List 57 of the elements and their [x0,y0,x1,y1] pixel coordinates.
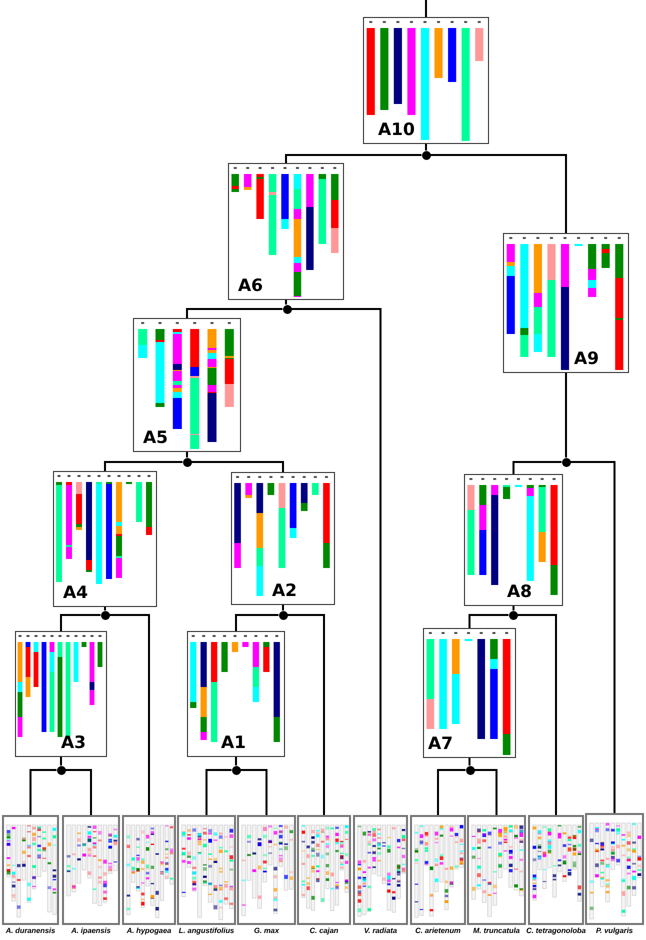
panel-label: A2 [272,582,297,600]
junction-dot [508,610,518,620]
panel-label: A1 [221,734,246,752]
junction-dot [282,304,292,314]
panel-label: A9 [574,350,599,368]
tree-branch [518,614,557,815]
tree-branch [512,461,562,474]
junction-dot [422,150,430,160]
ancestral-karyotype-panel [187,631,285,757]
tree-branch [60,614,100,631]
junction-dot [562,458,570,466]
ancestral-karyotype-panel [464,474,563,606]
tree-branch [425,0,427,17]
tree-branch [235,757,237,766]
junction-dot [278,610,288,620]
junction-dot [56,766,66,774]
tree-branch [235,614,278,631]
tree-branch [186,308,282,318]
tree-branch [240,769,268,815]
ancestral-karyotype-panel [133,318,241,452]
panel-label: A4 [63,584,88,602]
panel-label: A10 [378,121,415,139]
panel-label: A6 [238,277,263,295]
ancestral-karyotype-panel [15,631,107,757]
panel-label: A7 [428,735,453,753]
tree-branch [288,614,325,815]
tree-branch [192,461,284,472]
tree-branch [292,308,382,815]
tree-branch [30,769,56,815]
tree-branch [206,769,232,815]
tree-branch [60,757,62,766]
tree-branch [474,769,498,815]
tree-branch [186,452,188,458]
tree-branch [570,461,616,813]
ancestral-karyotype-panel [53,471,157,607]
junction-dot [100,610,110,620]
tree-branch [110,614,150,815]
panel-label: A8 [507,583,532,601]
ancestral-karyotype-panel [231,472,335,605]
tree-branch [425,144,427,150]
tree-branch [285,154,422,163]
junction-dot [232,766,240,774]
panel-label: A3 [61,734,86,752]
junction-dot [466,766,474,774]
panel-label: A5 [143,429,168,447]
tree-branch [512,606,514,610]
tree-branch [430,154,567,233]
tree-branch [104,607,106,610]
tree-branch [104,461,182,471]
tree-branch [285,300,287,304]
tree-branch [66,769,92,815]
junction-dot [182,458,192,466]
tree-branch [468,614,508,628]
tree-branch [565,373,567,458]
tree-branch [282,605,284,610]
tree-branch [468,758,470,766]
tree-branch [437,769,466,815]
